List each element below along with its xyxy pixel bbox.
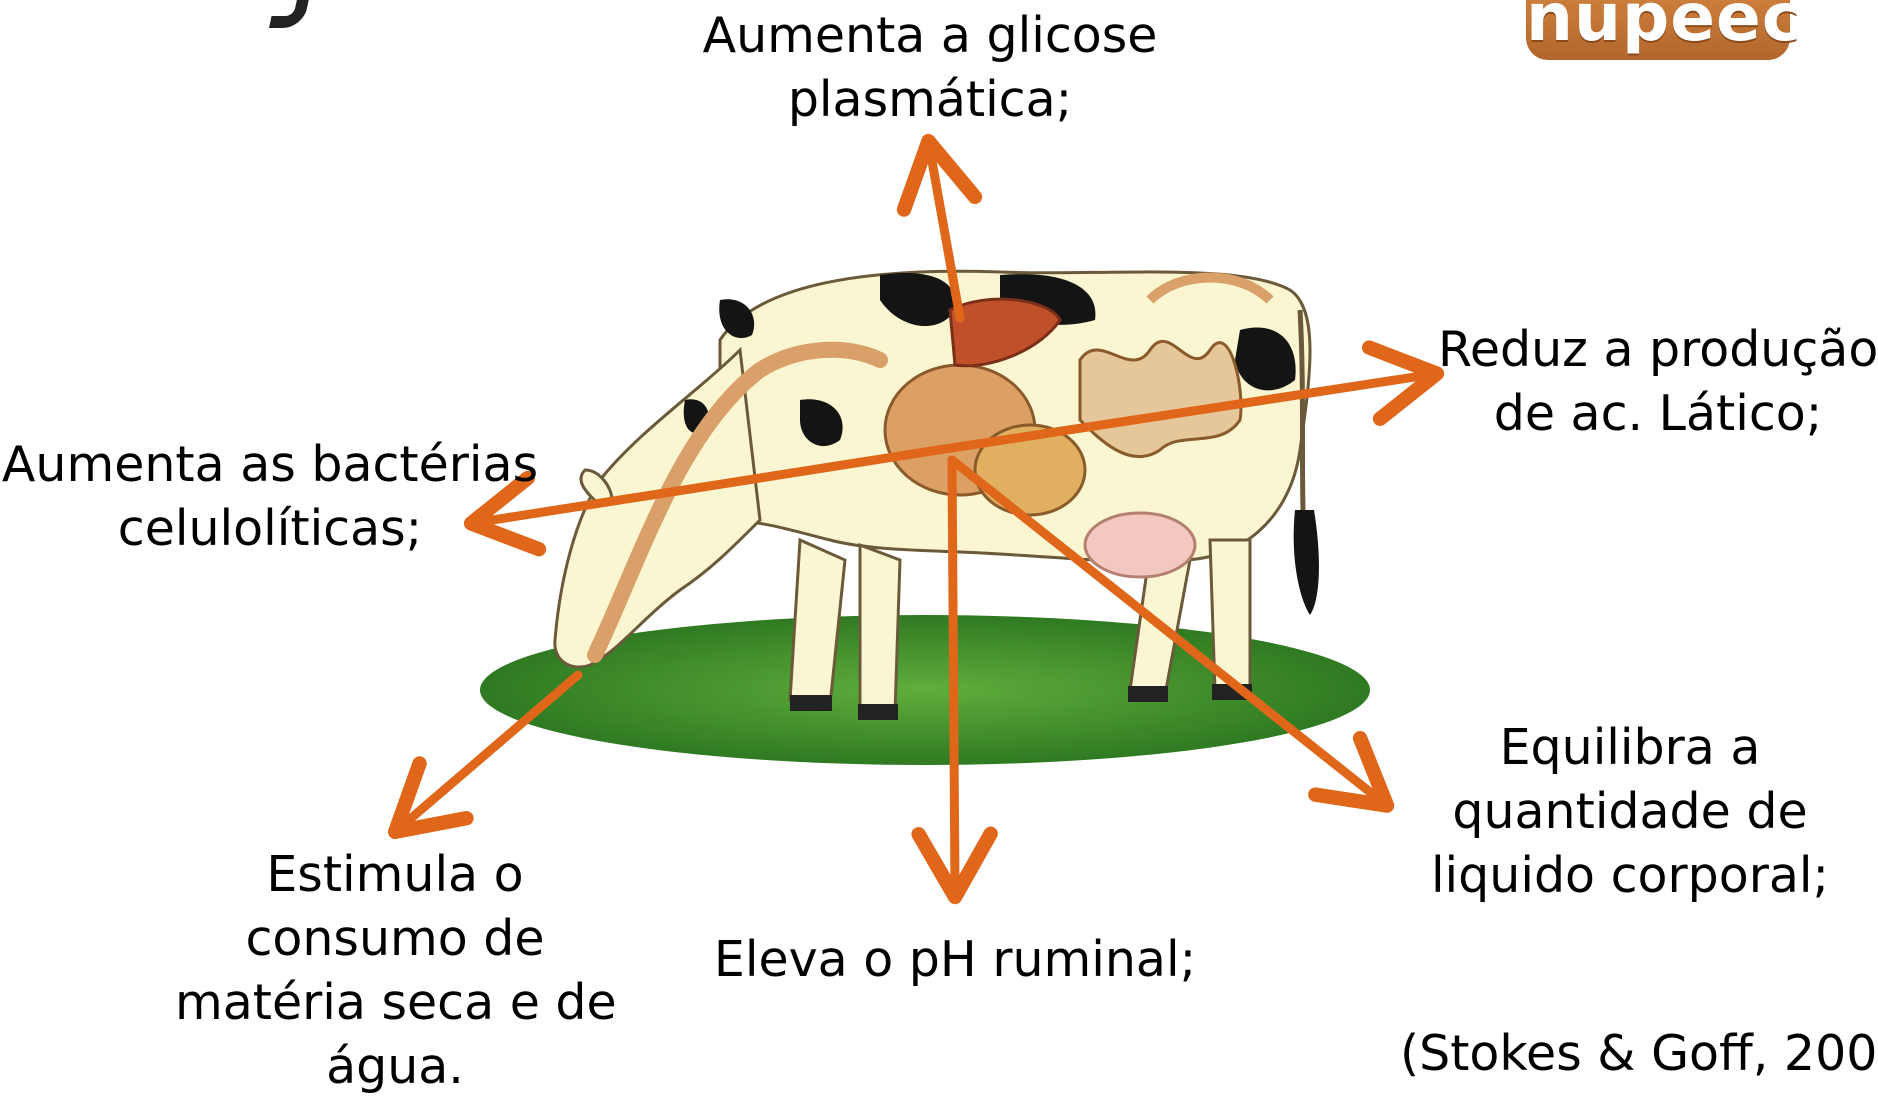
arrow-down bbox=[952, 460, 955, 888]
label-ph-ruminal: Eleva o pH ruminal; bbox=[700, 928, 1210, 992]
nupeec-logo: nupeec bbox=[1526, 0, 1790, 60]
citation: (Stokes & Goff, 2001) bbox=[1400, 1022, 1878, 1086]
